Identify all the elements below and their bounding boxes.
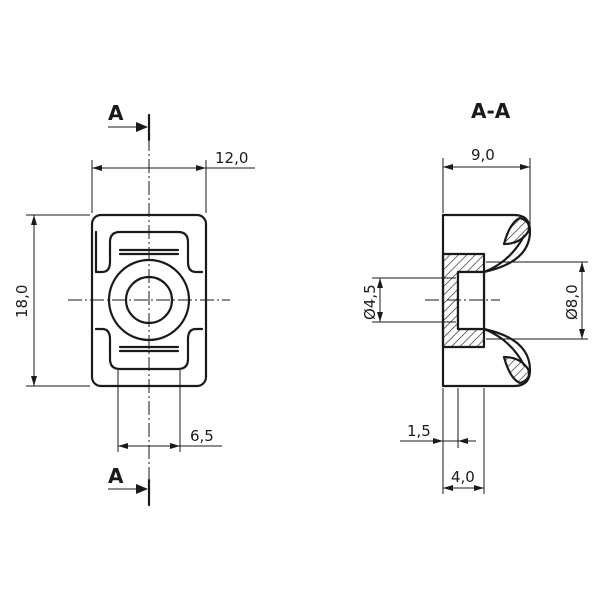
dim-depth: 9,0 xyxy=(442,146,531,228)
dim-slot-spacing-label: 6,5 xyxy=(190,427,214,445)
hatched-rim-top xyxy=(502,216,531,246)
dim-inner-diameter: Ø4,5 xyxy=(361,277,456,323)
dim-width-label: 12,0 xyxy=(215,149,248,167)
section-marker-top: A xyxy=(108,101,151,142)
dim-height: 18,0 xyxy=(13,214,90,387)
hatched-rim-bottom xyxy=(502,355,531,385)
dim-base-thickness: 4,0 xyxy=(443,388,485,494)
dim-base-thickness-label: 4,0 xyxy=(451,468,475,486)
dim-wall-thickness-label: 1,5 xyxy=(407,422,431,440)
section-label-bottom: A xyxy=(108,464,124,488)
dim-height-label: 18,0 xyxy=(13,285,31,318)
section-view xyxy=(425,213,532,388)
section-marker-bottom: A xyxy=(108,464,151,507)
front-view xyxy=(68,115,230,505)
dim-width: 12,0 xyxy=(91,149,255,213)
dim-outer-diameter-label: Ø8,0 xyxy=(563,284,581,320)
dim-inner-diameter-label: Ø4,5 xyxy=(361,284,379,320)
dim-depth-label: 9,0 xyxy=(471,146,495,164)
dim-wall-thickness: 1,5 xyxy=(400,388,476,494)
top-slot xyxy=(94,230,204,274)
dim-outer-diameter: Ø8,0 xyxy=(486,261,588,340)
dim-slot-spacing: 6,5 xyxy=(117,370,222,452)
section-title: A-A xyxy=(471,99,511,123)
section-label-top: A xyxy=(108,101,124,125)
bottom-slot xyxy=(94,327,204,371)
